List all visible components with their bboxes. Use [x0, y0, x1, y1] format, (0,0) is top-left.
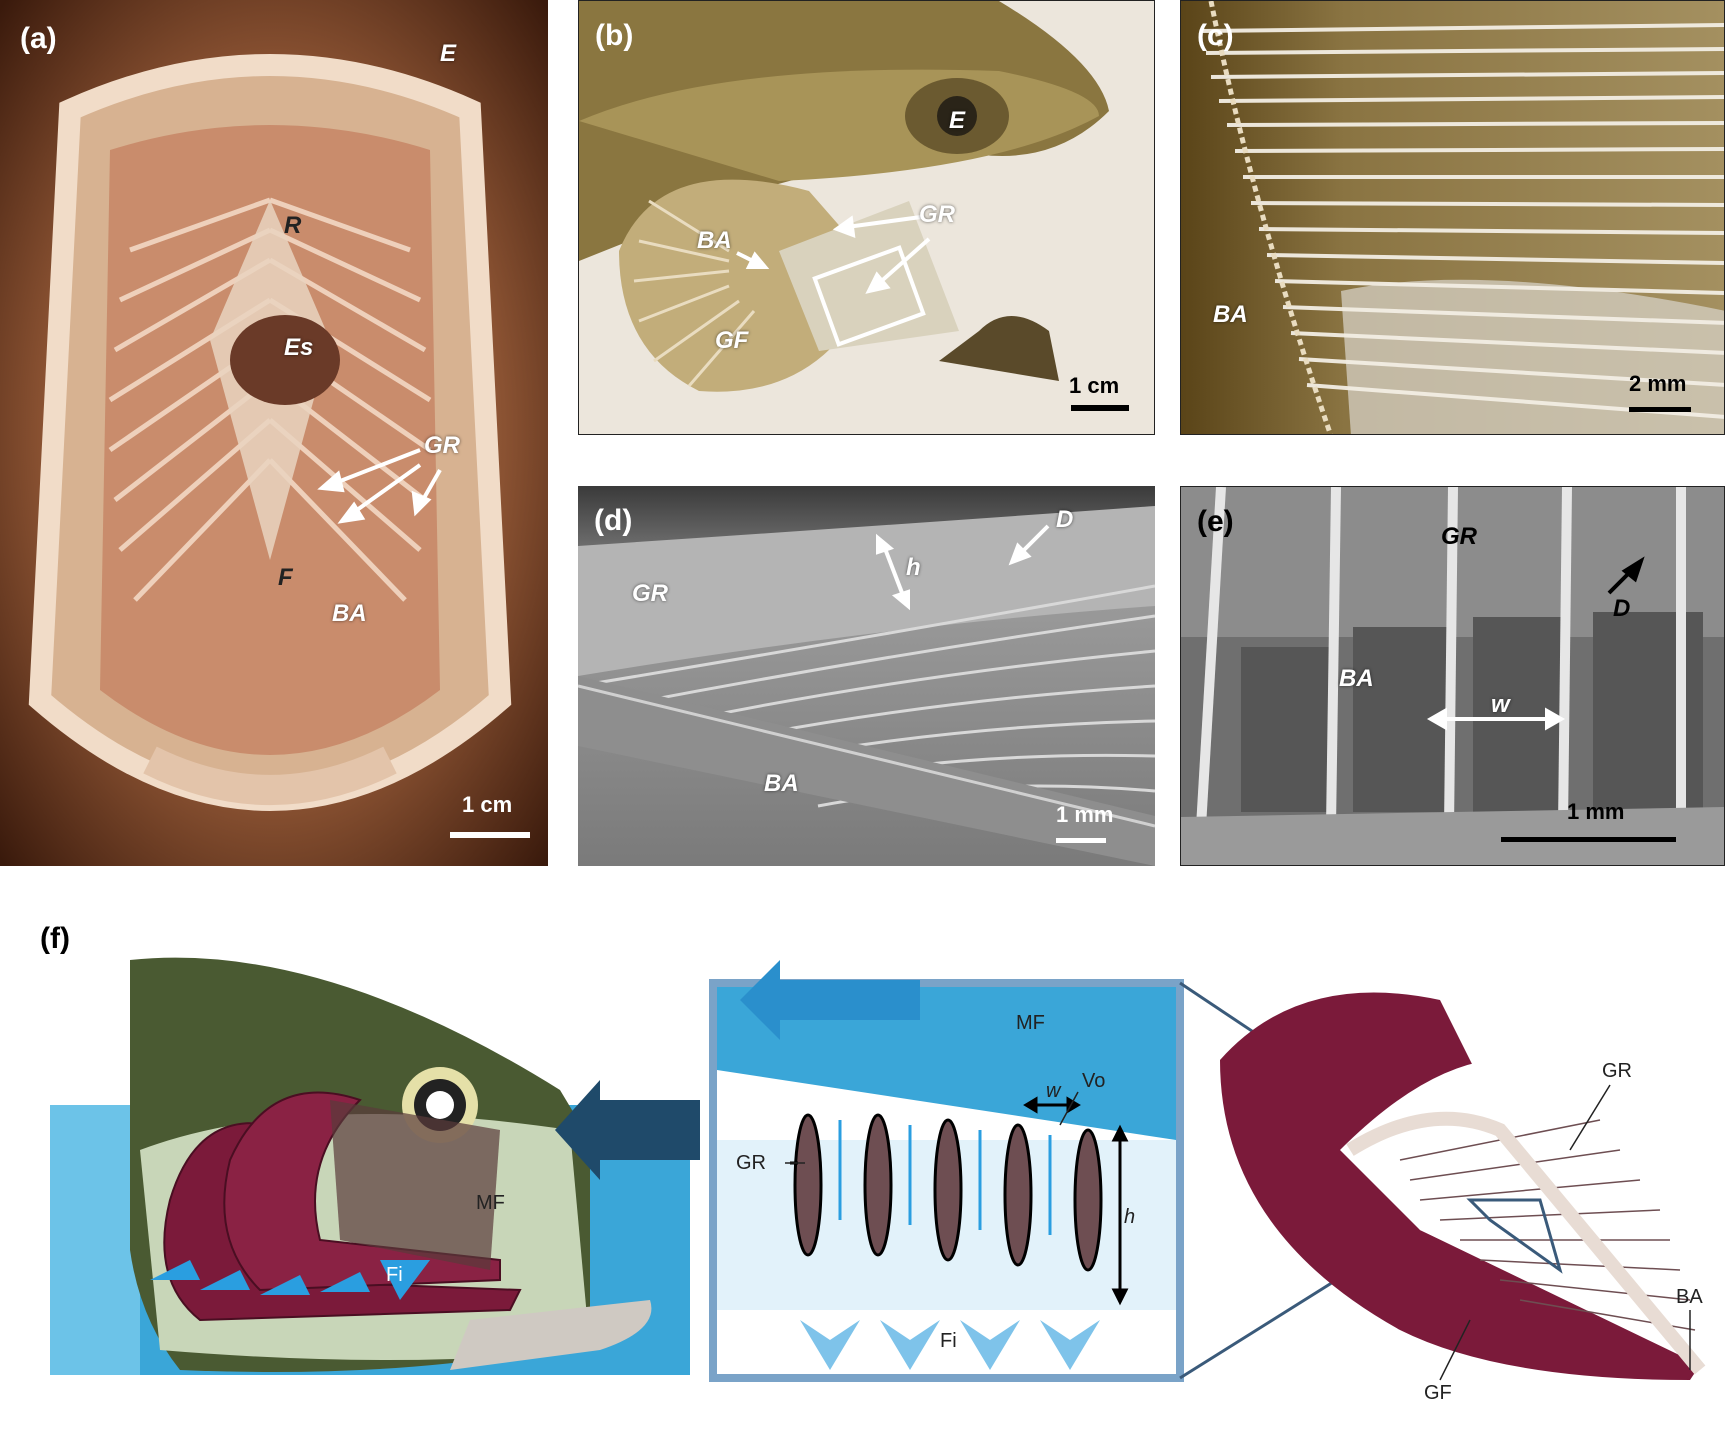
label-E: E: [440, 40, 457, 67]
label-BA-b: BA: [697, 227, 732, 254]
scale-bar-c: [1629, 407, 1691, 412]
label-BA-c: BA: [1213, 301, 1248, 328]
label-Vo: Vo: [1082, 1070, 1106, 1092]
label-GR: GR: [424, 432, 460, 459]
label-w-inset: w: [1046, 1080, 1061, 1102]
label-GR-b: GR: [919, 201, 955, 228]
panel-d-sem: [578, 486, 1155, 866]
label-BA-d: BA: [764, 770, 799, 797]
label-Es: Es: [284, 334, 314, 361]
panel-a: (a) E R Es GR F BA 1 cm: [0, 0, 548, 866]
label-BA-e: BA: [1339, 665, 1374, 692]
label-D-e: D: [1613, 595, 1631, 622]
label-BA: BA: [332, 600, 367, 627]
scale-text-a: 1 cm: [462, 792, 513, 817]
label-D-d: D: [1056, 506, 1074, 533]
label-GF-arch: GF: [1424, 1382, 1452, 1404]
label-GR-e: GR: [1441, 523, 1477, 550]
panel-f-illustration: [50, 957, 1706, 1382]
panel-b: (b) E GR BA GF 1 cm: [578, 0, 1155, 435]
panel-label-b: (b): [595, 19, 634, 52]
scale-bar-d: [1056, 838, 1106, 843]
panel-label-f: (f): [40, 922, 70, 955]
panel-label-d: (d): [594, 504, 633, 537]
panel-b-photo: [579, 1, 1154, 434]
label-MF-head: MF: [476, 1192, 505, 1214]
scale-bar-e: [1501, 837, 1676, 842]
label-w-e: w: [1491, 691, 1510, 718]
panel-c: (c) BA 2 mm: [1180, 0, 1725, 435]
scale-bar-b: [1071, 405, 1129, 411]
panel-e-sem: [1181, 487, 1724, 865]
scale-text-e: 1 mm: [1567, 799, 1625, 824]
panel-c-photo: [1181, 1, 1724, 434]
label-MF-inset: MF: [1016, 1012, 1045, 1034]
scale-text-d: 1 mm: [1056, 802, 1114, 827]
label-Fi-head: Fi: [386, 1264, 403, 1286]
label-GR-arch: GR: [1602, 1060, 1632, 1082]
scale-text-c: 2 mm: [1629, 371, 1687, 396]
label-h-d: h: [906, 554, 921, 581]
label-GR-d: GR: [632, 580, 668, 607]
panel-d: (d) GR h D BA 1 mm: [578, 486, 1155, 866]
label-F: F: [278, 564, 293, 591]
panel-label-e: (e): [1197, 505, 1234, 538]
label-Fi-inset: Fi: [940, 1330, 957, 1352]
panel-label-a: (a): [20, 22, 57, 55]
scale-bar-a: [450, 832, 530, 838]
scale-text-b: 1 cm: [1069, 373, 1120, 398]
panel-f: (f) MF Fi MF GR w Vo h Fi GR BA GF: [0, 900, 1725, 1445]
label-BA-arch: BA: [1676, 1286, 1703, 1308]
label-R: R: [284, 212, 302, 239]
label-GF-b: GF: [715, 327, 749, 354]
label-E-b: E: [949, 107, 966, 134]
panel-e: (e) GR D BA w 1 mm: [1180, 486, 1725, 866]
panel-a-photo: [0, 0, 548, 866]
label-GR-inset: GR: [736, 1152, 766, 1174]
panel-label-c: (c): [1197, 19, 1234, 52]
label-h-inset: h: [1124, 1206, 1136, 1228]
